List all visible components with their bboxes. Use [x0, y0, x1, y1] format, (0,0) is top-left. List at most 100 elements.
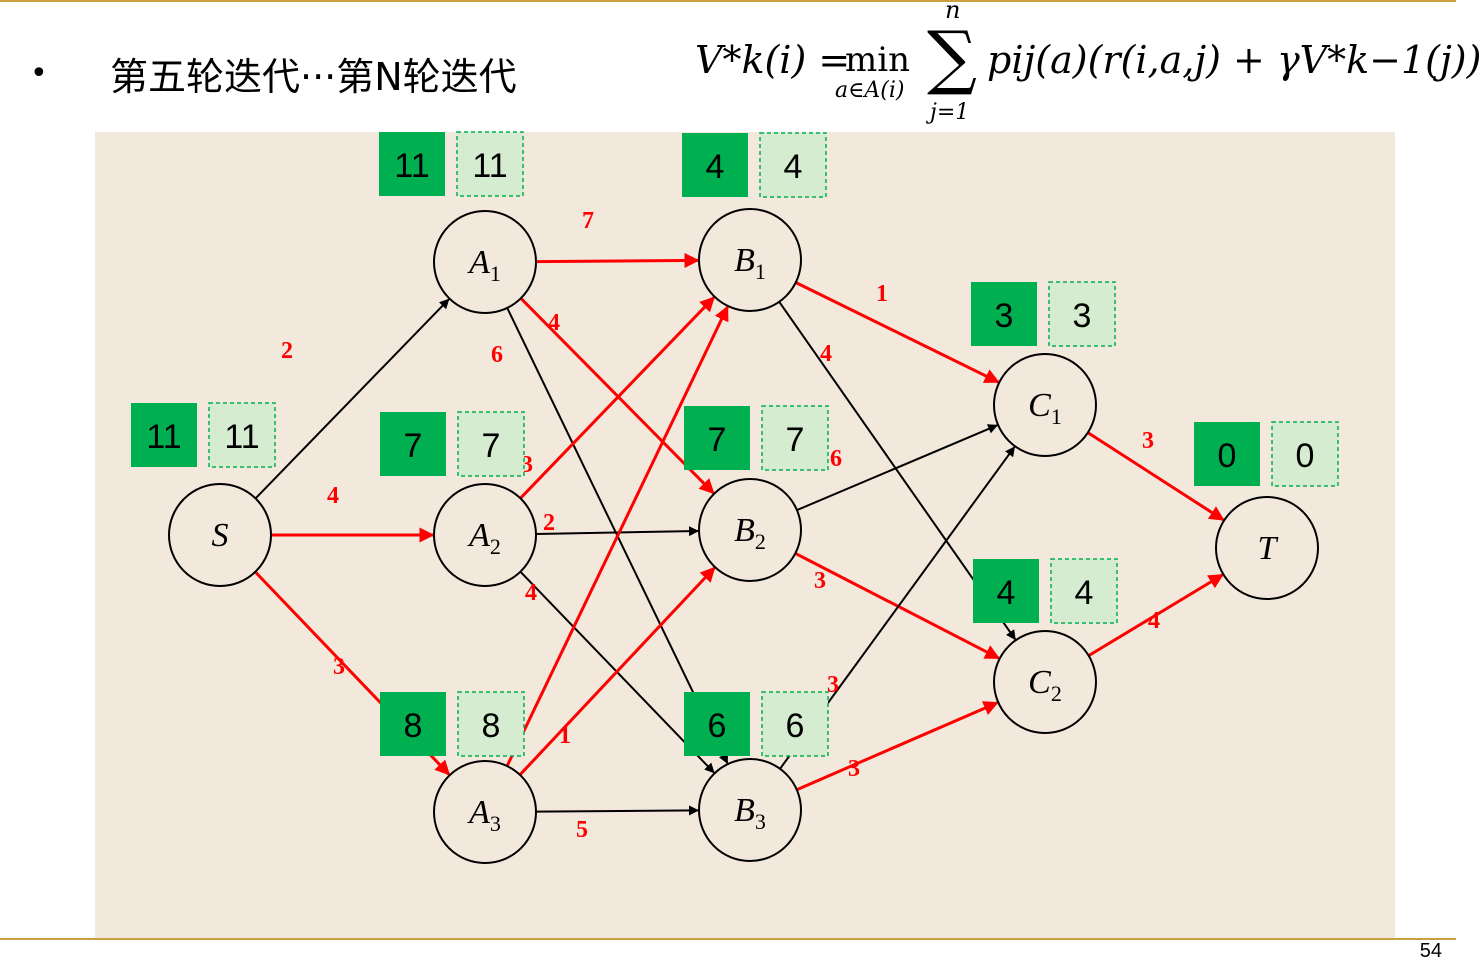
slide-heading: 第五轮迭代···第N轮迭代: [110, 54, 517, 99]
formula-min: min: [845, 40, 911, 80]
bullet-marker: •: [30, 55, 48, 91]
value-box-A3: [380, 692, 446, 756]
bullet-row: • 第五轮迭代···第N轮迭代: [30, 48, 517, 99]
value-text-A2: 7: [404, 427, 423, 465]
value-text-B1: 4: [706, 148, 725, 186]
prev-value-box-B1: [759, 132, 827, 198]
node-C2: [993, 630, 1097, 734]
prev-value-box-C2: [1050, 558, 1118, 624]
edge-cost-A2-B2: 2: [543, 510, 555, 536]
prev-value-box-T: [1271, 421, 1339, 487]
value-text-A1: 11: [394, 147, 429, 185]
edge-A1-B2: [519, 297, 715, 495]
node-A1: [433, 210, 537, 314]
edge-B2-C2: [794, 552, 1001, 660]
edge-cost-A1-B1: 7: [582, 208, 594, 234]
edge-A3-B3: [535, 805, 700, 816]
node-C1: [993, 353, 1097, 457]
prev-value-box-A3: [457, 691, 525, 757]
edge-cost-B3-C2: 3: [848, 756, 860, 782]
edge-cost-C1-T: 3: [1142, 428, 1154, 454]
node-A3: [433, 760, 537, 864]
edge-B2-C1: [796, 424, 999, 512]
formula-sum-lower: j=1: [930, 100, 970, 125]
node-B2: [698, 478, 802, 582]
value-text-S: 11: [146, 418, 181, 456]
formula-min-subscript: a∈A(i): [835, 78, 905, 103]
value-box-B2: [684, 406, 750, 470]
prev-value-box-S: [208, 402, 276, 468]
edge-S-A1: [254, 298, 450, 500]
edge-cost-B1-C1: 1: [876, 281, 888, 307]
edge-B1-C1: [795, 281, 1000, 384]
value-text-C1: 3: [995, 297, 1014, 335]
node-T: [1215, 496, 1319, 600]
value-text-A3: 8: [404, 707, 423, 745]
value-box-A2: [380, 412, 446, 476]
edge-A2-B1: [519, 296, 715, 500]
node-label-C2: C2: [1028, 664, 1062, 706]
edge-cost-B2-C2: 3: [814, 568, 826, 594]
prev-value-text-B1: 4: [784, 148, 803, 186]
value-text-B3: 6: [708, 707, 727, 745]
formula-rhs: pij(a)(r(i,a,j) + γV*k−1(j)): [987, 38, 1481, 82]
edge-cost-A3-B3: 5: [576, 817, 588, 843]
top-rule: [0, 0, 1456, 2]
edge-cost-A1-B2: 4: [548, 310, 560, 336]
edge-cost-C2-T: 4: [1148, 608, 1160, 634]
prev-value-box-C1: [1048, 281, 1116, 347]
value-box-C1: [971, 282, 1037, 346]
edge-cost-S-A3: 3: [333, 654, 345, 680]
value-text-B2: 7: [708, 421, 727, 459]
prev-value-text-T: 0: [1296, 437, 1315, 475]
bellman-formula: V*k(i) = min a∈A(i) ∑ n j=1 pij(a)(r(i,a…: [695, 0, 1481, 130]
edge-cost-B3-C1: 3: [827, 672, 839, 698]
node-A2: [433, 483, 537, 587]
bottom-rule: [0, 938, 1456, 940]
prev-value-box-B2: [761, 405, 829, 471]
edge-C1-T: [1087, 431, 1225, 522]
edge-cost-A3-B2: 1: [559, 723, 571, 749]
value-box-T: [1194, 422, 1260, 486]
prev-value-text-B2: 7: [786, 421, 805, 459]
value-text-T: 0: [1218, 437, 1237, 475]
value-box-S: [131, 403, 197, 467]
edge-A2-B2: [535, 526, 700, 537]
value-box-B1: [682, 133, 748, 197]
node-S: [168, 483, 272, 587]
edge-A3-B1: [505, 305, 729, 767]
node-B3: [698, 758, 802, 862]
prev-value-box-B3: [761, 691, 829, 757]
edge-C2-T: [1087, 573, 1224, 657]
edge-cost-B1-C2: 4: [820, 341, 832, 367]
prev-value-text-S: 11: [224, 418, 259, 456]
edge-cost-A2-B3: 4: [525, 580, 537, 606]
prev-value-text-A2: 7: [482, 427, 501, 465]
edge-cost-B2-C1: 6: [830, 446, 842, 472]
prev-value-text-C2: 4: [1075, 574, 1094, 612]
prev-value-text-A3: 8: [482, 707, 501, 745]
prev-value-text-C1: 3: [1073, 297, 1092, 335]
prev-value-box-A1: [456, 131, 524, 197]
value-box-C2: [973, 559, 1039, 623]
value-text-C2: 4: [997, 574, 1016, 612]
prev-value-box-A2: [457, 411, 525, 477]
edge-A1-B1: [535, 252, 700, 268]
edge-cost-S-A2: 4: [327, 483, 339, 509]
node-label-T: T: [1258, 530, 1279, 567]
edge-cost-A1-B3: 6: [491, 342, 503, 368]
page-number: 54: [1419, 940, 1442, 962]
edge-B3-C2: [796, 701, 999, 792]
prev-value-text-A1: 11: [472, 147, 507, 185]
formula-sum-symbol: ∑: [927, 16, 977, 98]
node-B1: [698, 208, 802, 312]
value-box-A1: [379, 132, 445, 196]
value-box-B3: [684, 692, 750, 756]
edge-cost-S-A1: 2: [281, 338, 293, 364]
formula-lhs: V*k(i) =: [695, 38, 851, 82]
